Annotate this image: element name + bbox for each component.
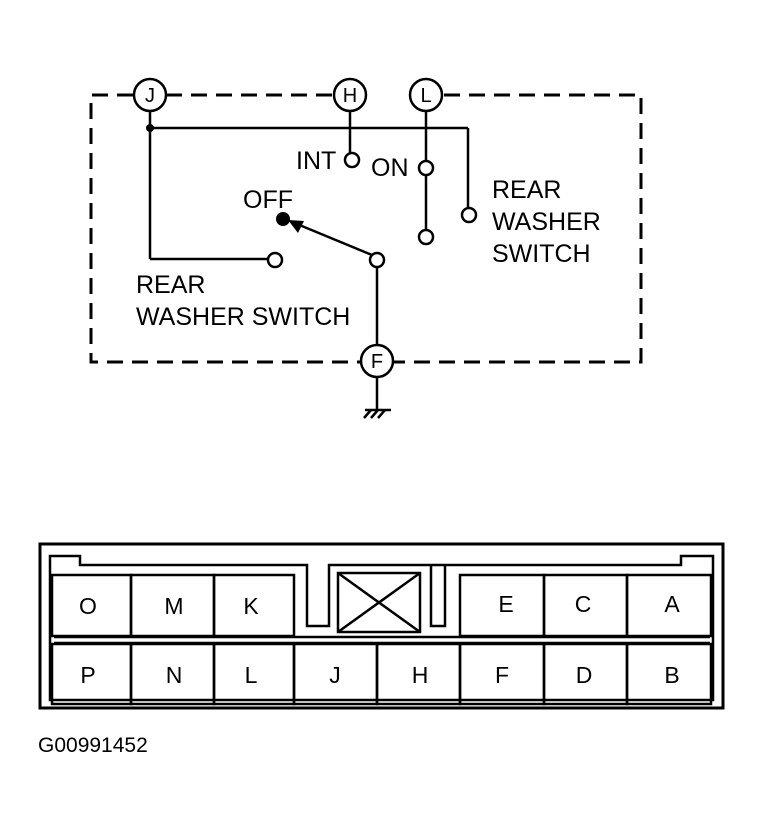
pin-label-d: D (576, 662, 593, 688)
int-contact (343, 151, 361, 169)
rear-washer-left-contact (266, 251, 284, 269)
pin-label-l: L (245, 662, 258, 688)
junction-dot (146, 124, 154, 132)
connector-top-row (50, 573, 713, 638)
switch-arrow-head (288, 220, 304, 233)
lower-contact (417, 228, 435, 246)
pin-label-b: B (664, 662, 679, 688)
connector-bottom-row (50, 642, 713, 706)
internal-wiring (148, 111, 470, 409)
pin-label-k: K (243, 593, 259, 619)
on-label: ON (371, 154, 409, 182)
terminal-j-icon (132, 77, 168, 113)
terminal-l-label: L (420, 85, 431, 107)
pin-label-m: M (164, 593, 183, 619)
rear-washer-switch-right-line1: REAR (492, 176, 561, 204)
pin-label-a: A (664, 591, 680, 617)
rear-washer-switch-right-line2: WASHER (492, 208, 601, 236)
off-contact (276, 212, 290, 226)
terminal-f-label: F (371, 351, 383, 373)
moving-contact (368, 251, 386, 269)
terminal-j-label: J (145, 85, 155, 107)
terminal-f-icon (359, 343, 395, 379)
terminal-l-icon (408, 77, 444, 113)
terminal-h-label: H (343, 85, 357, 107)
rear-washer-right-contact (460, 206, 478, 224)
pin-label-j: J (329, 662, 341, 688)
int-label: INT (296, 147, 336, 175)
off-label: OFF (243, 186, 293, 214)
ground-icon (363, 408, 391, 419)
terminal-h-icon (332, 77, 368, 113)
pin-label-e: E (498, 591, 513, 617)
pin-label-n: N (166, 662, 183, 688)
on-contact (417, 159, 435, 177)
rear-washer-switch-left-line1: REAR (136, 271, 205, 299)
pin-label-c: C (575, 591, 592, 617)
pin-label-p: P (80, 662, 95, 688)
rear-washer-switch-right-line3: SWITCH (492, 240, 591, 268)
figure-id: G00991452 (38, 734, 148, 757)
rear-washer-switch-left-line2: WASHER SWITCH (136, 303, 350, 331)
pin-label-f: F (495, 662, 509, 688)
pin-label-h: H (412, 662, 429, 688)
pin-label-o: O (79, 593, 97, 619)
connector-face (38, 542, 725, 710)
switch-housing (89, 93, 643, 364)
